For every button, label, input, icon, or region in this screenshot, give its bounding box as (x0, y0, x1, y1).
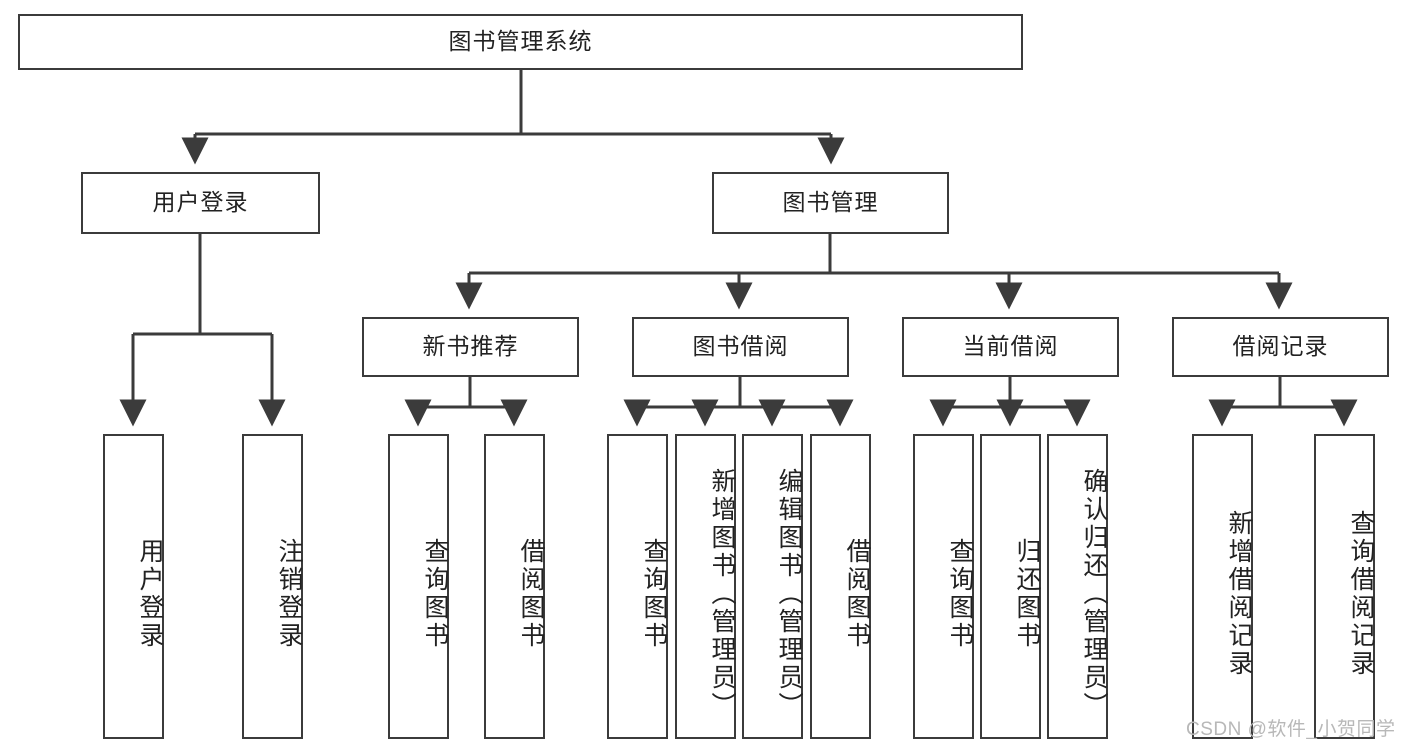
node-label: 用户登录 (136, 537, 164, 650)
leaf-new-book-query[interactable]: 查询图书 (388, 434, 449, 739)
node-label: 新增图书（管理员） (708, 467, 736, 720)
node-user-login[interactable]: 用户登录 (81, 172, 320, 234)
node-label: 查询图书 (946, 537, 974, 650)
node-new-book-recommend[interactable]: 新书推荐 (362, 317, 579, 377)
node-label: 图书管理系统 (448, 28, 593, 55)
leaf-book-borrow-add[interactable]: 新增图书（管理员） (675, 434, 736, 739)
watermark: CSDN @软件_小贺同学 (1186, 719, 1396, 740)
node-label: 新书推荐 (422, 333, 519, 360)
leaf-book-borrow-query[interactable]: 查询图书 (607, 434, 668, 739)
node-root-system[interactable]: 图书管理系统 (18, 14, 1023, 70)
leaf-user-login-login[interactable]: 用户登录 (103, 434, 164, 739)
leaf-current-borrow-confirm[interactable]: 确认归还（管理员） (1047, 434, 1108, 739)
node-borrow-record[interactable]: 借阅记录 (1172, 317, 1389, 377)
leaf-current-borrow-return[interactable]: 归还图书 (980, 434, 1041, 739)
node-label: 注销登录 (275, 537, 303, 650)
node-label: 当前借阅 (962, 333, 1059, 360)
node-book-management[interactable]: 图书管理 (712, 172, 949, 234)
node-label: 新增借阅记录 (1225, 509, 1253, 678)
node-current-borrow[interactable]: 当前借阅 (902, 317, 1119, 377)
leaf-book-borrow-borrow[interactable]: 借阅图书 (810, 434, 871, 739)
node-label: 查询借阅记录 (1347, 509, 1375, 678)
node-label: 归还图书 (1013, 537, 1041, 650)
node-label: 图书借阅 (692, 333, 789, 360)
node-label: 查询图书 (640, 537, 668, 650)
node-label: 编辑图书（管理员） (775, 467, 803, 720)
node-label: 确认归还（管理员） (1080, 467, 1108, 720)
node-label: 查询图书 (421, 537, 449, 650)
node-book-borrow[interactable]: 图书借阅 (632, 317, 849, 377)
leaf-borrow-record-query[interactable]: 查询借阅记录 (1314, 434, 1375, 739)
leaf-current-borrow-query[interactable]: 查询图书 (913, 434, 974, 739)
node-label: 借阅图书 (843, 537, 871, 650)
leaf-new-book-borrow[interactable]: 借阅图书 (484, 434, 545, 739)
node-label: 用户登录 (152, 189, 249, 216)
leaf-book-borrow-edit[interactable]: 编辑图书（管理员） (742, 434, 803, 739)
node-label: 借阅图书 (517, 537, 545, 650)
leaf-user-login-logout[interactable]: 注销登录 (242, 434, 303, 739)
node-label: 借阅记录 (1232, 333, 1329, 360)
node-label: 图书管理 (782, 189, 879, 216)
leaf-borrow-record-add[interactable]: 新增借阅记录 (1192, 434, 1253, 739)
